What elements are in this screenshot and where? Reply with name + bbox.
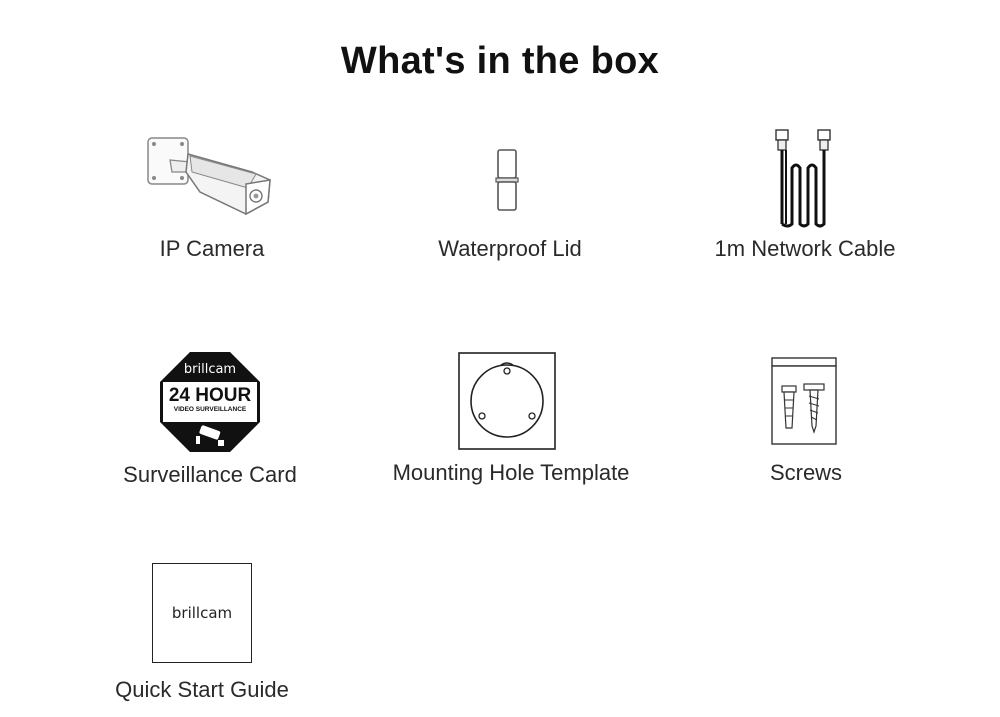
item-label: Mounting Hole Template xyxy=(392,460,630,485)
page-title: What's in the box xyxy=(340,40,660,82)
ip-camera-icon xyxy=(147,137,271,216)
item-label: Quick Start Guide xyxy=(115,677,289,702)
guide-brand: brillcam xyxy=(171,604,233,622)
item-label: 1m Network Cable xyxy=(714,236,896,261)
quick-start-guide-icon: brillcam xyxy=(152,563,252,663)
card-brand: brillcam xyxy=(183,362,237,377)
item-label: IP Camera xyxy=(159,236,265,261)
card-heading: 24 HOUR xyxy=(168,385,252,406)
item-label: Waterproof Lid xyxy=(438,236,582,261)
screws-icon xyxy=(771,357,837,445)
card-subheading: VIDEO SURVEILLANCE xyxy=(173,406,247,413)
item-label: Screws xyxy=(769,460,843,485)
network-cable-icon xyxy=(775,129,831,228)
waterproof-lid-icon xyxy=(495,149,519,211)
mounting-template-icon xyxy=(458,352,556,450)
surveillance-card-icon: brillcam 24 HOUR VIDEO SURVEILLANCE xyxy=(160,352,260,452)
item-label: Surveillance Card xyxy=(123,462,297,487)
